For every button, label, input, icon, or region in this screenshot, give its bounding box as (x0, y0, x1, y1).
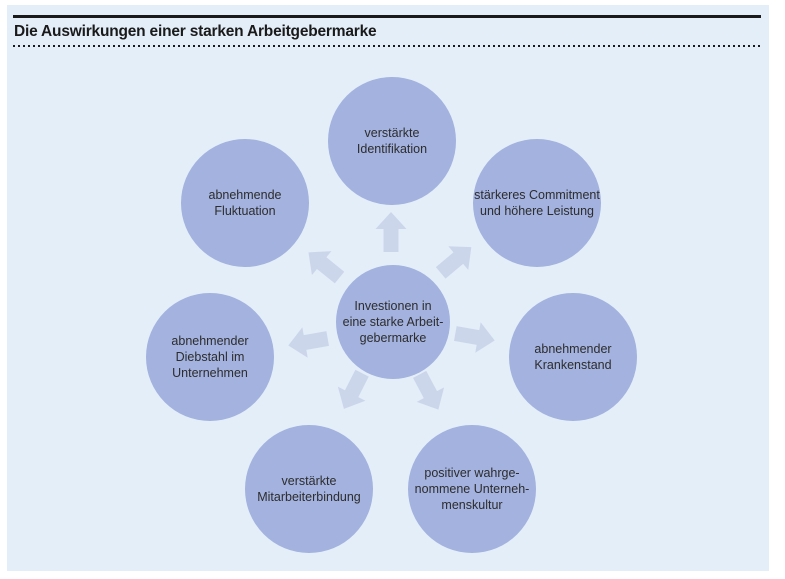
figure-header: Die Auswirkungen einer starken Arbeitgeb… (13, 15, 761, 47)
page-title: Die Auswirkungen einer starken Arbeitgeb… (14, 23, 377, 40)
arrow-right-icon (454, 322, 495, 353)
arrow-layer (288, 212, 495, 410)
dotted-divider (13, 45, 761, 47)
arrow-up-icon (375, 212, 407, 252)
node-krankenstand: abnehmender Krankenstand (509, 293, 637, 421)
node-unternehmenskultur: positiver wahrge- nommene Unterneh- mens… (408, 425, 536, 553)
node-center-investments: Investionen in eine starke Arbeit- geber… (336, 265, 450, 379)
node-commitment: stärkeres Commitment und höhere Leistung (473, 139, 601, 267)
node-identification: verstärkte Identifikation (328, 77, 456, 205)
node-diebstahl: abnehmender Diebstahl im Unternehmen (146, 293, 274, 421)
arrow-up-left-icon (308, 251, 345, 284)
node-fluktuation: abnehmende Fluktuation (181, 139, 309, 267)
node-mitarbeiterbindung: verstärkte Mitarbeiterbindung (245, 425, 373, 553)
diagram-panel: Die Auswirkungen einer starken Arbeitgeb… (7, 5, 769, 571)
arrow-left-icon (288, 327, 329, 358)
arrow-down-right-icon (412, 370, 445, 410)
arrow-up-right-icon (435, 246, 472, 279)
arrow-down-left-icon (337, 369, 369, 409)
